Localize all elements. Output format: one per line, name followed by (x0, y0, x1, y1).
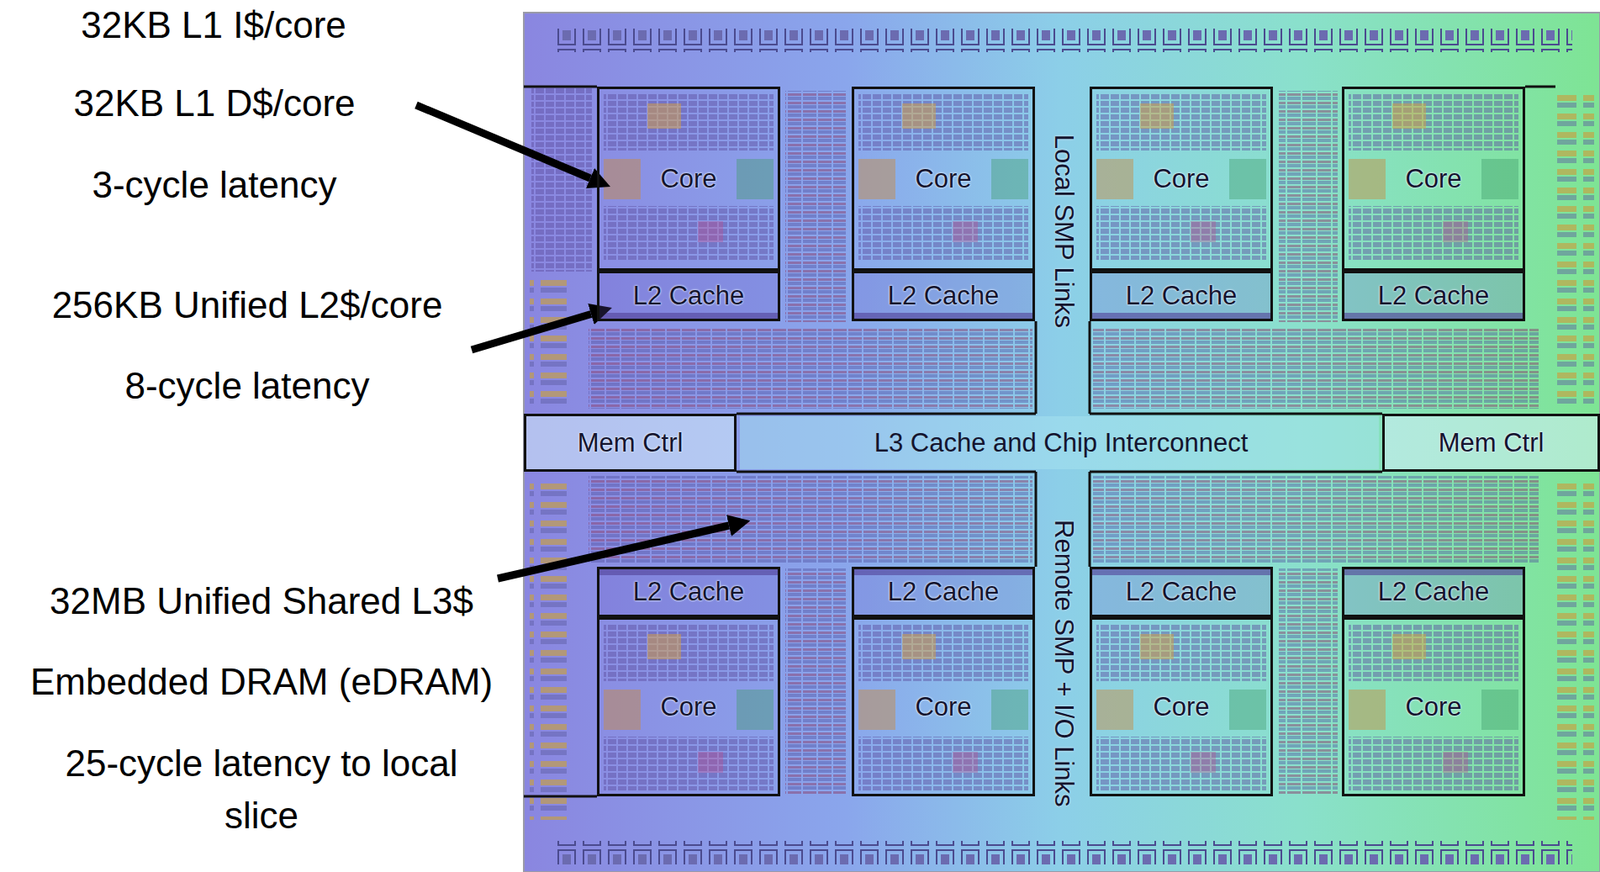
l3-array (1093, 475, 1539, 564)
callout-arrow (416, 105, 591, 179)
array-block (785, 90, 846, 323)
annotation-text: 3-cycle latency (91, 163, 337, 207)
region-label: L3 Cache and Chip Interconnect (874, 427, 1249, 459)
pad-column (529, 483, 567, 820)
block-label: Mem Ctrl (1438, 427, 1545, 459)
block-label: Mem Ctrl (577, 427, 684, 459)
core-box: Core (851, 617, 1035, 797)
core-texture (603, 93, 774, 260)
core-texture (858, 93, 1029, 260)
link-label: Local SMP Links (1048, 134, 1079, 328)
array-block (785, 568, 846, 794)
interconnect-band (739, 416, 1379, 470)
block-label: Core (914, 163, 972, 195)
link-label: Remote SMP + I/O Links (1048, 519, 1079, 807)
core-texture (858, 623, 1029, 791)
block-label: Core (1404, 691, 1462, 723)
core-box: Core (851, 86, 1035, 271)
l2-cache-box: L2 Cache (1341, 270, 1526, 322)
core-box: Core (596, 86, 781, 271)
memory-controller-box: Mem Ctrl (523, 413, 737, 472)
callout-arrow (471, 314, 592, 351)
block-label: Core (1152, 691, 1210, 723)
core-box: Core (1341, 86, 1526, 271)
block-label: L2 Cache (887, 280, 1000, 312)
pad-column (1557, 483, 1595, 820)
l2-cache-box: L2 Cache (1341, 566, 1526, 618)
core-texture (1096, 93, 1267, 260)
annotation-text: 25-cycle latency to local slice (42, 737, 481, 842)
l3-array (588, 475, 1033, 564)
block-label: L2 Cache (1378, 280, 1490, 312)
l2-cache-box: L2 Cache (1089, 270, 1273, 322)
core-texture (1096, 623, 1267, 791)
block-label: Core (1152, 163, 1210, 195)
array-block (1278, 90, 1338, 323)
pad-column (529, 277, 567, 404)
l2-cache-box: L2 Cache (596, 270, 781, 322)
pad-row (554, 840, 1573, 865)
core-texture (1348, 623, 1519, 791)
block-label: Core (1404, 163, 1462, 195)
l2-cache-box: L2 Cache (596, 566, 781, 618)
memory-controller-box: Mem Ctrl (1382, 413, 1600, 472)
die-background (523, 12, 1600, 872)
pad-column (1557, 92, 1595, 404)
block-label: L2 Cache (1125, 280, 1238, 312)
block-label: L2 Cache (1125, 576, 1238, 608)
annotation-text: 256KB Unified L2$/core (52, 284, 444, 328)
l3-array (1093, 327, 1539, 409)
core-box: Core (1341, 617, 1526, 797)
l2-cache-box: L2 Cache (851, 566, 1035, 618)
annotation-text: 32KB L1 D$/core (73, 82, 355, 126)
callout-arrows (416, 105, 729, 579)
block-label: Core (660, 691, 717, 723)
core-box: Core (1089, 617, 1273, 797)
l3-array (588, 327, 1033, 409)
block-label: L2 Cache (633, 280, 745, 312)
annotation-text: 32MB Unified Shared L3$ (49, 580, 474, 624)
annotation-text: Embedded DRAM (eDRAM) (30, 660, 493, 704)
annotation-text: 32KB L1 I$/core (80, 4, 347, 48)
core-texture (603, 623, 774, 791)
core-box: Core (596, 617, 781, 797)
array-block (1278, 568, 1338, 794)
block-label: Core (660, 163, 717, 195)
core-texture (1348, 93, 1519, 260)
l2-cache-box: L2 Cache (1089, 566, 1273, 618)
block-label: Core (914, 691, 972, 723)
annotation-text: 8-cycle latency (124, 364, 370, 408)
block-label: L2 Cache (633, 576, 745, 608)
pad-row (554, 28, 1573, 53)
core-box: Core (1089, 86, 1273, 271)
block-label: L2 Cache (887, 576, 1000, 608)
l2-cache-box: L2 Cache (851, 270, 1035, 322)
block-label: L2 Cache (1378, 576, 1490, 608)
